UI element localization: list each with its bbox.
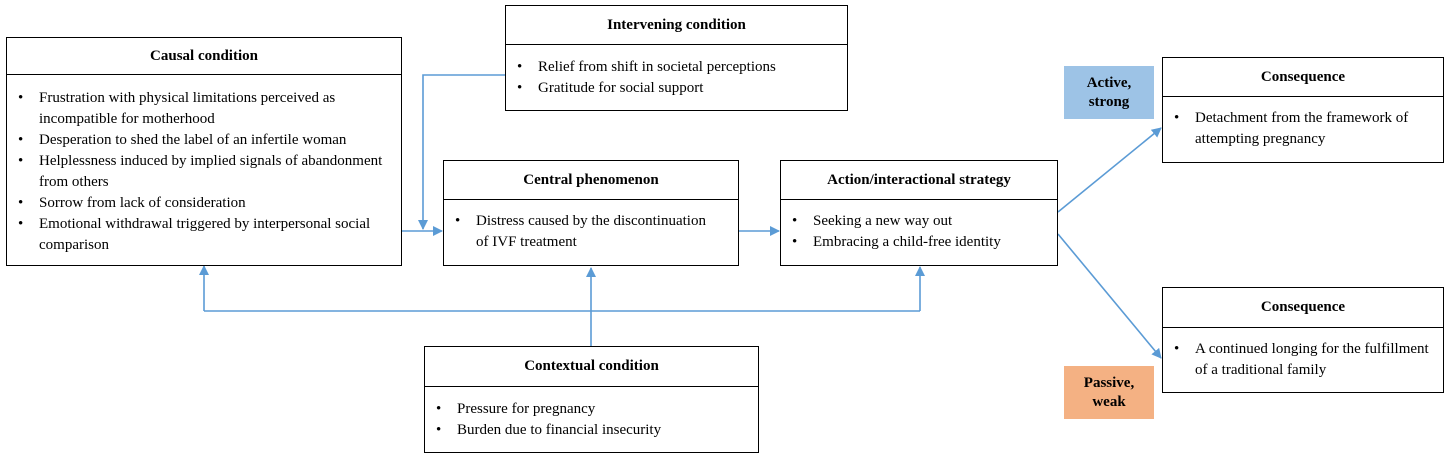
active-strong-tag: Active, strong [1064, 66, 1154, 119]
list-item: Helplessness induced by implied signals … [7, 151, 401, 193]
consequence-passive-title: Consequence [1163, 288, 1443, 328]
causal-condition-title: Causal condition [7, 38, 401, 75]
contextual-condition-title: Contextual condition [425, 347, 758, 387]
strategy-list: Seeking a new way out Embracing a child-… [781, 200, 1057, 253]
list-item: Seeking a new way out [781, 211, 1057, 232]
arrow-intervening-to-central [418, 74, 505, 230]
list-item: Emotional withdrawal triggered by interp… [7, 214, 401, 256]
contextual-condition-list: Pressure for pregnancy Burden due to fin… [425, 387, 758, 441]
list-item: Sorrow from lack of consideration [7, 193, 401, 214]
consequence-active-list: Detachment from the framework of attempt… [1163, 97, 1443, 150]
list-item: Distress caused by the discontinuation o… [444, 211, 714, 253]
strategy-box: Action/interactional strategy Seeking a … [780, 160, 1058, 266]
contextual-condition-box: Contextual condition Pressure for pregna… [424, 346, 759, 453]
list-item: Detachment from the framework of attempt… [1163, 108, 1429, 150]
list-item: Embracing a child-free identity [781, 232, 1057, 253]
list-item: Gratitude for social support [506, 78, 847, 99]
consequence-active-title: Consequence [1163, 58, 1443, 97]
consequence-passive-list: A continued longing for the fulfillment … [1163, 328, 1443, 381]
consequence-passive-box: Consequence A continued longing for the … [1162, 287, 1444, 393]
list-item: A continued longing for the fulfillment … [1163, 339, 1429, 381]
central-phenomenon-title: Central phenomenon [444, 161, 738, 200]
arrow-strategy-to-passive-consequence [1057, 233, 1162, 359]
causal-condition-list: Frustration with physical limitations pe… [7, 75, 401, 256]
list-item: Relief from shift in societal perception… [506, 57, 847, 78]
passive-weak-tag: Passive, weak [1064, 366, 1154, 419]
list-item: Desperation to shed the label of an infe… [7, 130, 401, 151]
list-item: Pressure for pregnancy [425, 399, 758, 420]
list-item: Frustration with physical limitations pe… [7, 88, 401, 130]
strategy-title: Action/interactional strategy [781, 161, 1057, 200]
list-item: Burden due to financial insecurity [425, 420, 758, 441]
consequence-active-box: Consequence Detachment from the framewor… [1162, 57, 1444, 163]
central-phenomenon-box: Central phenomenon Distress caused by th… [443, 160, 739, 266]
causal-condition-box: Causal condition Frustration with physic… [6, 37, 402, 266]
central-phenomenon-list: Distress caused by the discontinuation o… [444, 200, 738, 253]
intervening-condition-list: Relief from shift in societal perception… [506, 45, 847, 99]
intervening-condition-title: Intervening condition [506, 6, 847, 45]
intervening-condition-box: Intervening condition Relief from shift … [505, 5, 848, 111]
arrow-strategy-to-active-consequence [1057, 127, 1162, 213]
